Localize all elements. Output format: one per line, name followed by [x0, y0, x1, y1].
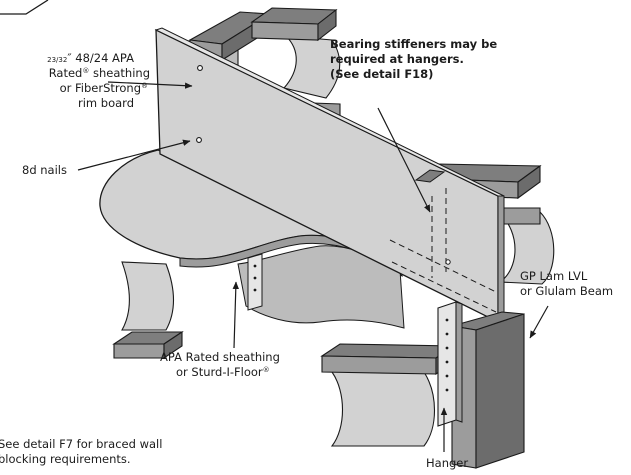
hanger-nail-hole-icon: [445, 388, 449, 392]
label-sheathing-line2: Rated® sheathing: [49, 66, 150, 80]
under-deck-web: [237, 245, 405, 329]
label-beam-line2: or Glulam Beam: [520, 284, 613, 298]
leader-stiffeners: [377, 107, 431, 213]
figure-frame-corner: [0, 0, 49, 15]
nail-icon: [196, 137, 202, 143]
hanger-nail-hole-icon: [445, 318, 449, 322]
label-subfloor-line2: or Sturd-I-Floor®: [176, 365, 270, 379]
hanger-nail-hole-icon: [445, 346, 449, 350]
label-sheathing-line1: 23/32″ 48/24 APA: [47, 51, 134, 65]
i-joist-left-front: [112, 261, 184, 360]
hanger-nail-hole-icon: [445, 374, 449, 378]
label-sheathing-line4: rim board: [78, 96, 134, 110]
label-nails: 8d nails: [22, 163, 67, 177]
label-braced-wall-line2: blocking requirements.: [0, 452, 131, 466]
label-stiffeners-line1: Bearing stiffeners may be: [330, 37, 497, 51]
hanger-nail-hole-icon: [445, 360, 449, 364]
label-stiffeners-line2: required at hangers.: [330, 52, 464, 66]
label-stiffeners-line3: (See detail F18): [330, 67, 433, 81]
lvl-glulam-beam: [451, 311, 525, 469]
i-joist-stub: [414, 169, 446, 183]
hanger-nail-hole-icon: [253, 276, 257, 280]
nail-icon: [197, 65, 203, 71]
hidden-stiffener-lines: [389, 188, 497, 313]
label-hanger: Hanger: [426, 456, 468, 470]
hanger-front: [437, 301, 463, 427]
leader-beam: [529, 305, 549, 339]
label-sheathing-line3: or FiberStrong®: [60, 81, 148, 95]
label-beam-line1: GP Lam LVL: [520, 269, 588, 283]
i-joist-back-right: [250, 7, 341, 121]
hanger-nail-hole-icon: [253, 288, 257, 292]
leader-subfloor: [232, 281, 239, 349]
label-braced-wall-line1: See detail F7 for braced wall: [0, 437, 162, 451]
leader-nails: [77, 139, 191, 171]
i-joist-front: [320, 343, 456, 447]
hanger-left: [247, 253, 263, 311]
label-subfloor-line1: APA Rated sheathing: [160, 350, 280, 364]
hanger-nail-hole-icon: [445, 332, 449, 336]
hanger-nail-hole-icon: [253, 264, 257, 268]
leader-sheathing: [107, 81, 193, 89]
